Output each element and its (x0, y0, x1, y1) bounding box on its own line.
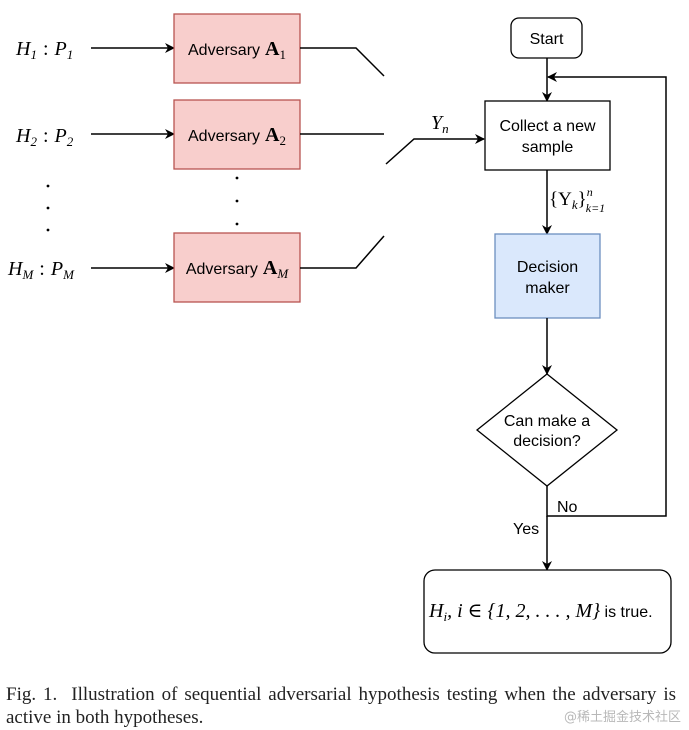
svg-text:Collect a new: Collect a new (499, 118, 595, 135)
svg-text:Hi, i ∈ {1, 2, . . . , M} is t: Hi, i ∈ {1, 2, . . . , M} is true. (428, 600, 653, 624)
svg-text:Can make a: Can make a (504, 413, 590, 430)
switch-blade (385, 134, 485, 165)
can-decide-diamond: Can make a decision? (475, 373, 619, 487)
svg-text:Start: Start (530, 31, 564, 48)
no-feedback-loop (546, 72, 667, 517)
svg-text:maker: maker (525, 280, 570, 297)
ellipsis-dots-left (46, 184, 50, 232)
decision-maker-box: Decision maker (494, 233, 601, 319)
hypothesis-label-m: HM:PM (7, 258, 75, 282)
start-box: Start (510, 17, 583, 59)
svg-text:sample: sample (522, 139, 574, 156)
switch-line-1 (300, 47, 385, 77)
ellipsis-dots-middle (235, 176, 239, 226)
yes-label: Yes (513, 521, 539, 538)
collect-sample-box: Collect a new sample (484, 100, 611, 171)
hypothesis-label-2: H2:P2 (15, 125, 74, 149)
svg-text:Decision: Decision (517, 259, 578, 276)
watermark: @稀土掘金技术社区 (563, 710, 681, 725)
caption-text: Illustration of sequential adversarial h… (6, 684, 676, 728)
no-label: No (557, 499, 578, 516)
svg-text:decision?: decision? (513, 433, 581, 450)
switch-output-label: Yn (431, 112, 449, 136)
figure-number: Fig. 1. (6, 684, 58, 705)
figure-caption: Fig. 1.Illustration of sequential advers… (6, 683, 676, 729)
hypothesis-label-1: H1:P1 (15, 38, 73, 62)
switch-line-m (300, 235, 385, 269)
result-box: Hi, i ∈ {1, 2, . . . , M} is true. (423, 569, 672, 654)
